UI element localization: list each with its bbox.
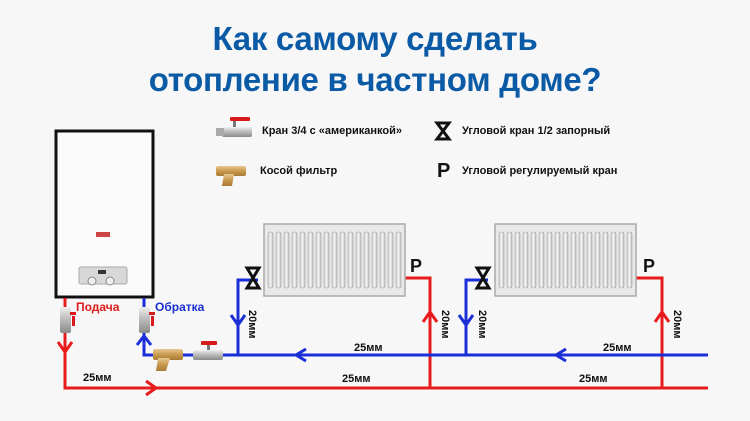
supply-main-size-label: 25мм [342, 373, 371, 385]
radiator-fin [315, 231, 322, 289]
radiator-fin [331, 231, 338, 289]
angle-shutoff-valve-2 [474, 266, 492, 290]
radiator-fin [347, 231, 354, 289]
radiator-fin [522, 231, 529, 289]
page-title-line-2: отопление в частном доме? [148, 61, 602, 98]
radiator-fin [299, 231, 306, 289]
radiator-fin [602, 231, 609, 289]
radiator-fin [371, 231, 378, 289]
return-main-size-label: 25мм [603, 342, 632, 354]
radiator-2 [494, 223, 637, 297]
radiator-fin [363, 231, 370, 289]
radiator-fin [387, 231, 394, 289]
radiator-fin [618, 231, 625, 289]
legend-label-angle-regulating-valve: Угловой регулируемый кран [462, 165, 618, 177]
radiator-fin [498, 231, 505, 289]
branch-pipe-size-label: 20мм [439, 310, 451, 339]
radiator-fin [570, 231, 577, 289]
radiator-fin [267, 231, 274, 289]
page-title-line-1: Как самому сделать [212, 20, 538, 57]
y-strainer [153, 349, 183, 371]
radiator-fin [307, 231, 314, 289]
return-ball-valve [139, 307, 155, 333]
radiator-fin [395, 231, 402, 289]
ball-valve-union-icon [216, 117, 252, 137]
radiator-fin [379, 231, 386, 289]
regulating-valve-symbol-2: P [643, 256, 656, 276]
radiator-fin [594, 231, 601, 289]
supply-label: Подача [76, 300, 120, 314]
radiator-fin [323, 231, 330, 289]
radiator-fin [355, 231, 362, 289]
radiator-fin [554, 231, 561, 289]
radiator-fin [538, 231, 545, 289]
y-strainer-icon [216, 166, 246, 186]
return-line-ball-valve [193, 341, 223, 360]
radiator-fin [578, 231, 585, 289]
legend-label-angle-shutoff-valve: Угловой кран 1/2 запорный [462, 125, 611, 137]
radiator-1 [263, 223, 406, 297]
supply-main-size-label: 25мм [579, 373, 608, 385]
legend-label-ball-valve: Кран 3/4 с «американкой» [262, 125, 402, 137]
radiator-fin [291, 231, 298, 289]
angle-shutoff-valve-1 [244, 266, 262, 290]
radiator-fin [586, 231, 593, 289]
radiator-fin [610, 231, 617, 289]
radiator-fin [275, 231, 282, 289]
legend-regulating-valve-symbol: P [437, 160, 451, 182]
regulating-valve-symbol-1: P [410, 256, 423, 276]
return-label: Обратка [155, 300, 205, 314]
legend-label-y-strainer: Косой фильтр [260, 165, 338, 177]
branch-pipe-size-label: 20мм [476, 310, 488, 339]
radiator-fin [546, 231, 553, 289]
radiator-fin [562, 231, 569, 289]
angle-shutoff-valve-icon [434, 121, 452, 141]
return-main-size-label: 25мм [354, 342, 383, 354]
radiator-fin [514, 231, 521, 289]
radiator-fin [283, 231, 290, 289]
radiator-fin [530, 231, 537, 289]
radiator-fin [626, 231, 633, 289]
supply-main-size-label: 25мм [83, 372, 112, 384]
branch-pipe-size-label: 20мм [671, 310, 683, 339]
radiator-fin [339, 231, 346, 289]
branch-pipe-size-label: 20мм [246, 310, 258, 339]
radiator-fin [506, 231, 513, 289]
supply-ball-valve [60, 307, 76, 333]
gas-boiler [54, 129, 155, 299]
